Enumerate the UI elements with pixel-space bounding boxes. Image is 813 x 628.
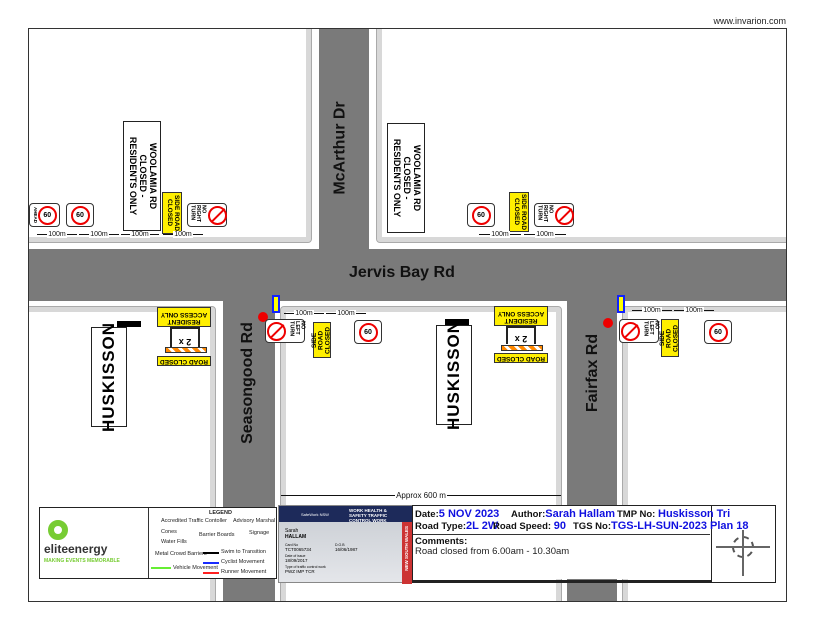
no-turn-icon <box>207 205 227 225</box>
stop-bat-icon <box>603 318 613 328</box>
road-closed-sign-2: ROAD CLOSED <box>494 353 548 363</box>
side-road-closed-sign-ne: SIDE ROAD CLOSED <box>509 192 529 232</box>
no-left-turn-sign: NO LEFT TURN <box>265 319 306 343</box>
no-left-turn-sign-2: NO LEFT TURN <box>619 319 660 343</box>
barrier-board <box>165 347 207 353</box>
huskisson-direction-sign: HUSKISSON <box>91 322 127 432</box>
legend-item: Signage <box>249 530 270 536</box>
woolamia-closed-sign: WOOLAMIA RD CLOSED - RESIDENTS ONLY <box>123 121 161 231</box>
cyclist-arrow-icon <box>203 562 219 564</box>
no-right-turn-sign: NO RIGHT TURN <box>187 203 227 227</box>
legend-item: Cyclist Movement <box>221 559 265 565</box>
diagram-frame: Jervis Bay Rd McArthur Dr Seasongood Rd … <box>28 28 787 602</box>
resident-access-sign-2: RESIDENT ACCESS ONLY <box>494 306 548 326</box>
road-label-fairfax: Fairfax Rd <box>584 333 602 413</box>
legend-item: Barrier Boards <box>199 532 235 538</box>
legend-box: eliteenergy MAKING EVENTS MEMORABLE LEGE… <box>39 507 277 579</box>
vehicle-arrow-icon <box>151 567 171 569</box>
legend-title: LEGEND <box>209 510 232 516</box>
traffic-control-card: SafeWork NSW WORK HEALTH & SAFETY TRAFFI… <box>278 505 414 584</box>
jervis-bay-rd <box>29 249 786 301</box>
ahead-label: AHEAD <box>32 206 38 223</box>
traffic-controller-icon <box>617 295 625 313</box>
road-label-mcarthur: McArthur Dr <box>331 101 349 195</box>
road-label-seasongood: Seasongood Rd <box>238 322 256 444</box>
speed-60-sign: 60 <box>66 203 94 227</box>
legend-item: Vehicle Movement <box>173 565 218 571</box>
barrier-count-2: 2 x <box>506 326 536 344</box>
legend-item: Advisory Marshal <box>233 518 276 524</box>
legend-item: Water Fills <box>161 539 187 545</box>
logo-text: eliteenergy <box>44 542 108 556</box>
block-ne <box>376 29 786 243</box>
road-label-jervis-bay: Jervis Bay Rd <box>349 264 455 281</box>
speed-60-sign-sw: 60 <box>354 320 382 344</box>
logo-icon <box>48 520 68 540</box>
resident-access-sign: RESIDENT ACCESS ONLY <box>157 307 211 327</box>
traffic-controller-icon <box>272 295 280 313</box>
barrier-count: 2 x <box>170 327 200 347</box>
side-road-closed-sign: SIDE ROAD CLOSED <box>162 192 182 234</box>
barrier-board-2 <box>501 345 543 351</box>
legend-item: Swim to Transition <box>221 549 266 555</box>
side-road-closed-sign-sw: SIDE ROAD CLOSED <box>311 322 331 358</box>
mcarthur-dr <box>319 29 369 254</box>
woolamia-closed-sign-ne: WOOLAMIA RD CLOSED - RESIDENTS ONLY <box>387 123 425 233</box>
left-arrow-icon <box>445 319 469 325</box>
left-arrow-icon <box>117 321 141 327</box>
comments-text: Road closed from 6.00am - 10.30am <box>415 546 570 557</box>
plan-info-box: Date:5 NOV 2023 Author:Sarah Hallam TMP … <box>412 505 749 583</box>
speed-60-sign-se: 60 <box>704 320 732 344</box>
comments-label: Comments: <box>415 536 468 547</box>
legend-item: Metal Crowd Barriers <box>155 551 207 557</box>
no-right-turn-sign-ne: NO RIGHT TURN <box>534 203 574 227</box>
speed-60-sign-ne: 60 <box>467 203 495 227</box>
swim-arrow-icon <box>203 552 219 554</box>
legend-item: Cones <box>161 529 177 535</box>
side-road-closed-sign-se: SIDE ROAD CLOSED <box>659 319 679 357</box>
stop-bat-icon <box>258 312 268 322</box>
north-arrow-box <box>711 505 776 583</box>
road-closed-sign: ROAD CLOSED <box>157 356 211 366</box>
legend-item: Runner Movement <box>221 569 267 575</box>
legend-item: Accredited Traffic Contoller <box>161 518 227 524</box>
watermark: www.invarion.com <box>713 16 786 26</box>
logo-tagline: MAKING EVENTS MEMORABLE <box>44 558 120 564</box>
runner-arrow-icon <box>203 572 219 574</box>
huskisson-direction-sign-2: HUSKISSON <box>436 320 472 430</box>
